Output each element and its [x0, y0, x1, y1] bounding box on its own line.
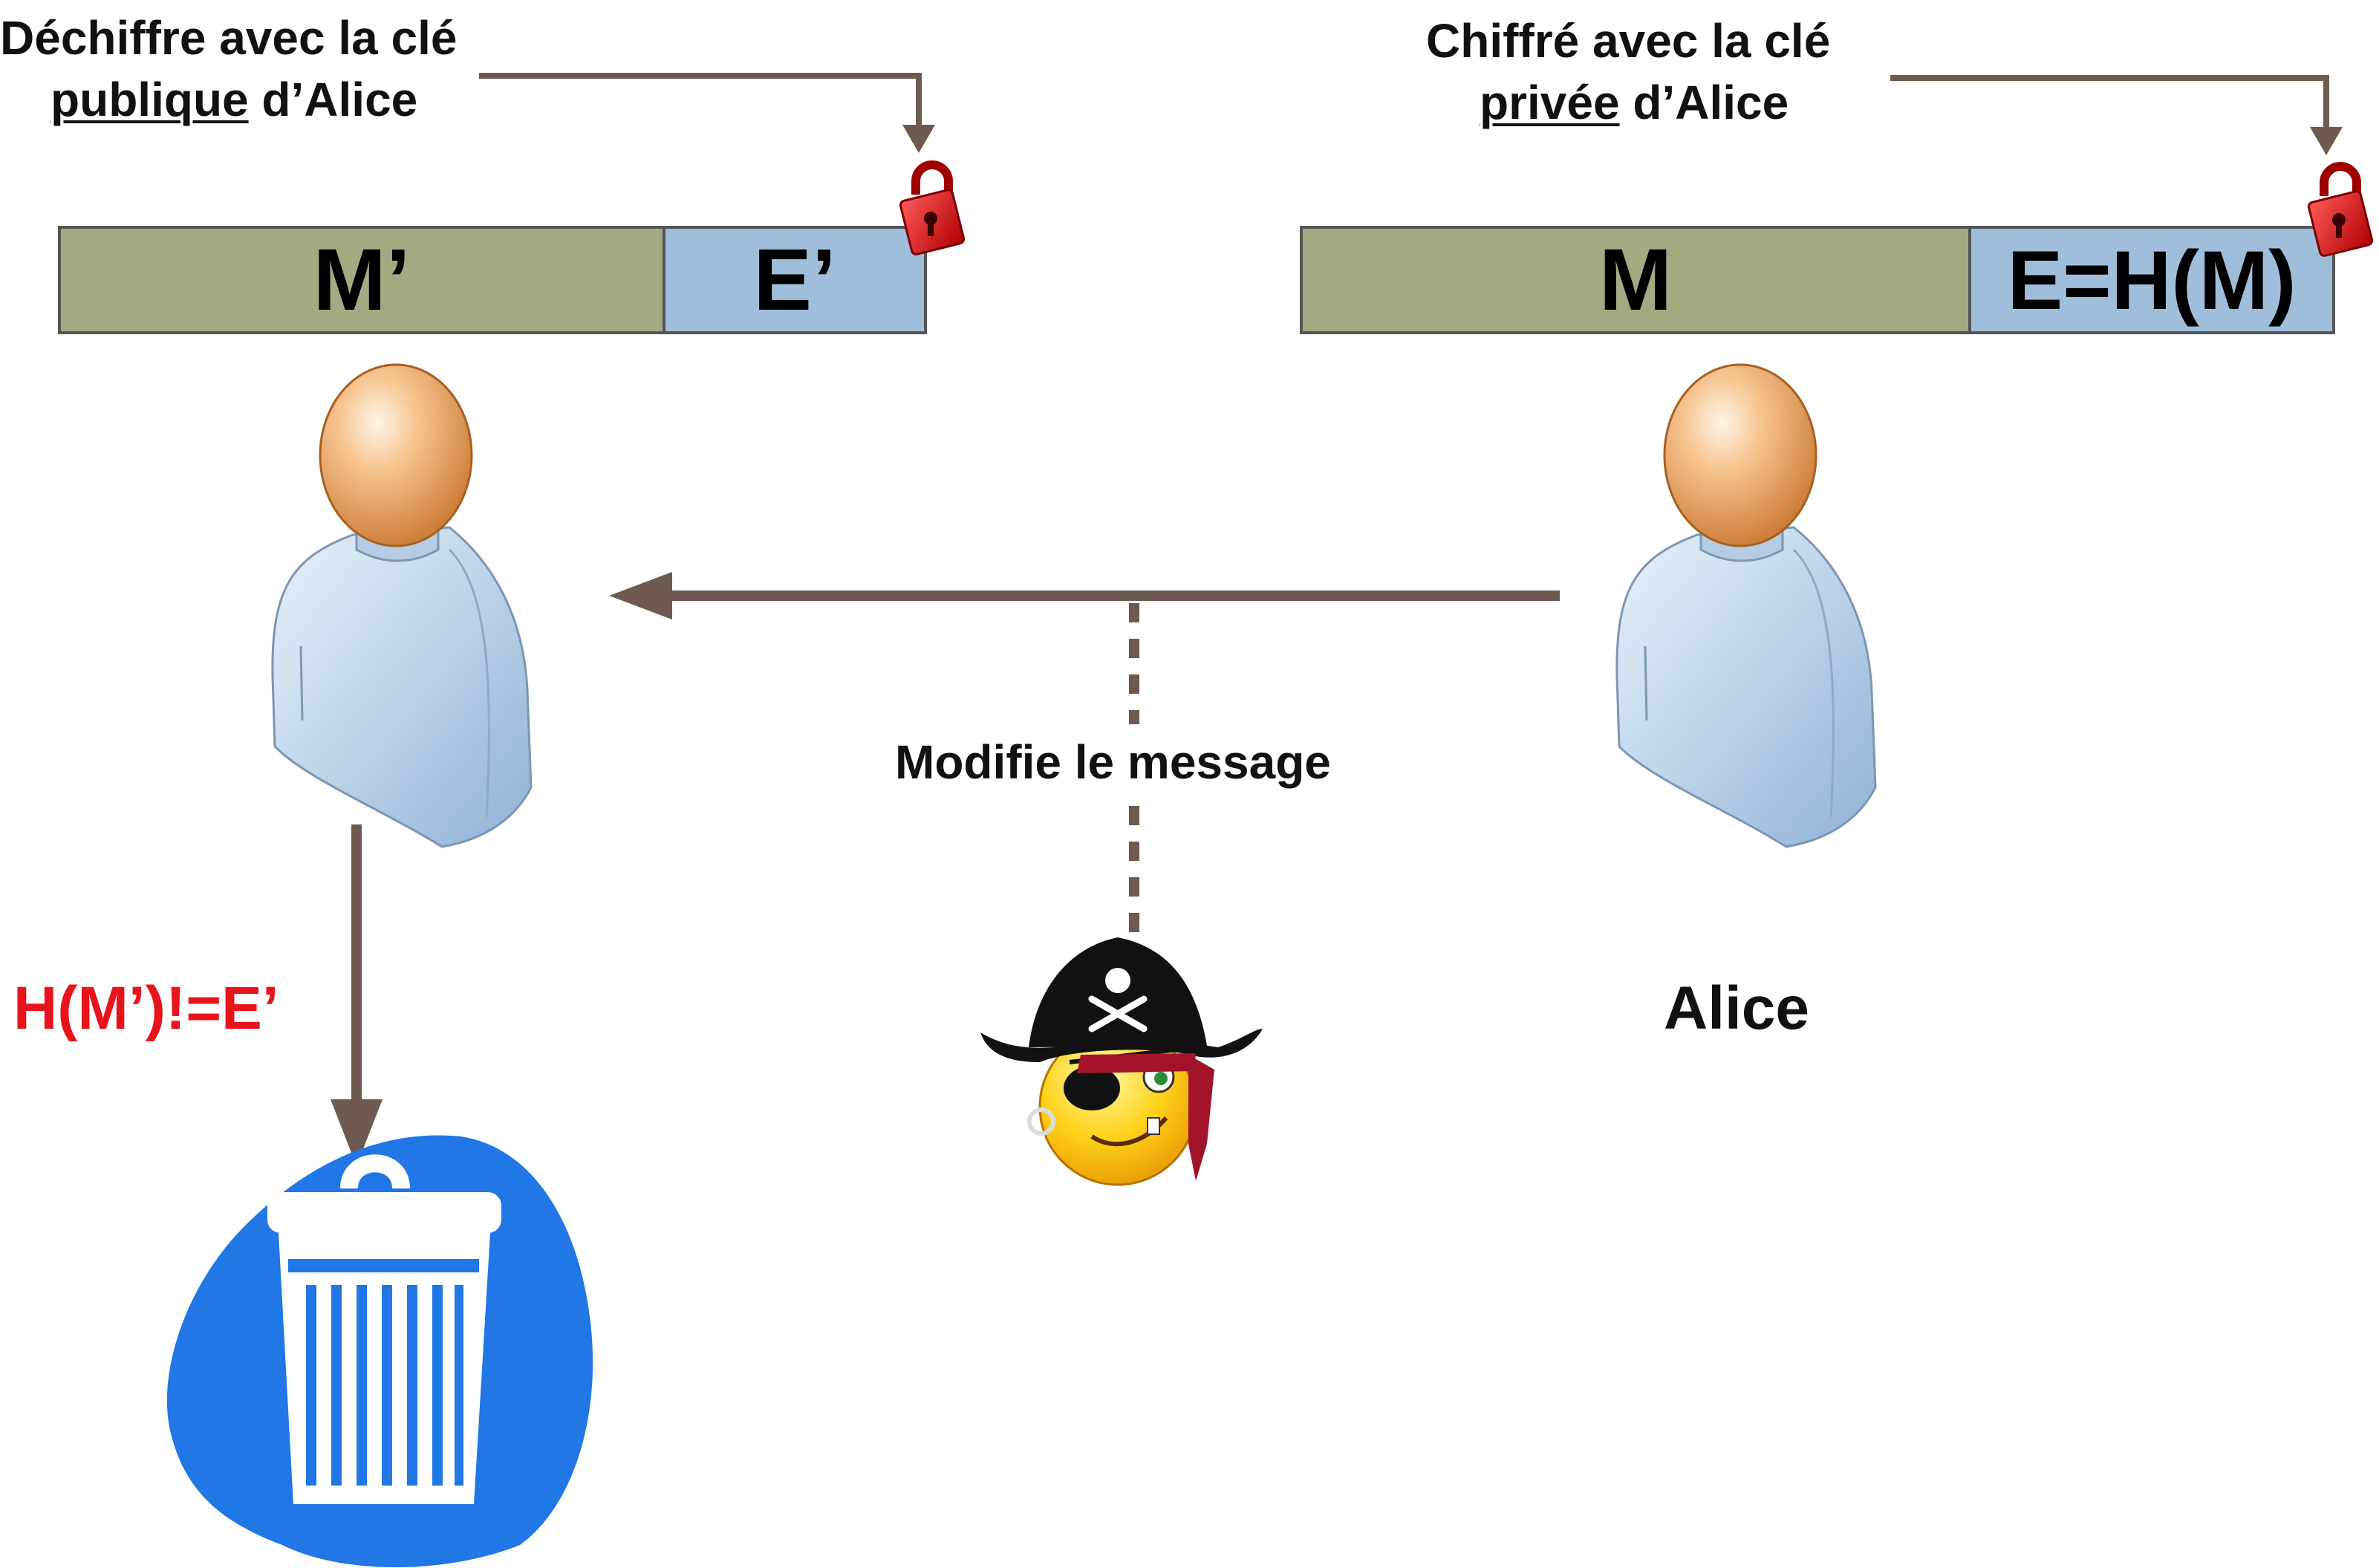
- right-caption-key-type: privée: [1480, 76, 1620, 130]
- trash-icon: [166, 1135, 593, 1567]
- lock-icon: [899, 160, 966, 256]
- left-caption-key-type: publique: [51, 73, 249, 127]
- left-caption-line1: Déchiffre avec la clé: [0, 11, 458, 65]
- user-icon: [271, 363, 533, 848]
- user-icon: [1615, 363, 1877, 848]
- left-caption-line2: publique d’Alice: [0, 69, 457, 131]
- sender-name: Alice: [1664, 975, 1809, 1042]
- received-message-block: M’: [61, 229, 663, 331]
- attacker-caption: Modifie le message: [895, 735, 1331, 789]
- left-caption: Déchiffre avec la clé publique d’Alice: [0, 7, 457, 131]
- sent-message-block: M: [1303, 229, 1968, 331]
- pirate-icon: [980, 937, 1263, 1186]
- sent-message-bar: M E=H(M): [1300, 226, 2335, 334]
- transmission-arrow: [609, 572, 1560, 619]
- verification-failed-text: H(M’)!=E’: [13, 975, 279, 1042]
- right-caption-line2: privée d’Alice: [1426, 72, 1830, 134]
- right-caption-arrow: [1890, 75, 2343, 155]
- right-caption: Chiffré avec la clé privée d’Alice: [1426, 10, 1830, 134]
- right-caption-owner: d’Alice: [1619, 76, 1789, 130]
- lock-icon: [2307, 162, 2374, 257]
- right-caption-line1: Chiffré avec la clé: [1426, 14, 1831, 68]
- received-message-bar: M’ E’: [58, 226, 927, 334]
- left-caption-arrow: [479, 73, 935, 153]
- reject-arrow: [331, 824, 383, 1166]
- received-hash-block: E’: [663, 229, 924, 331]
- left-caption-owner: d’Alice: [248, 73, 418, 127]
- sent-hash-block: E=H(M): [1968, 229, 2332, 331]
